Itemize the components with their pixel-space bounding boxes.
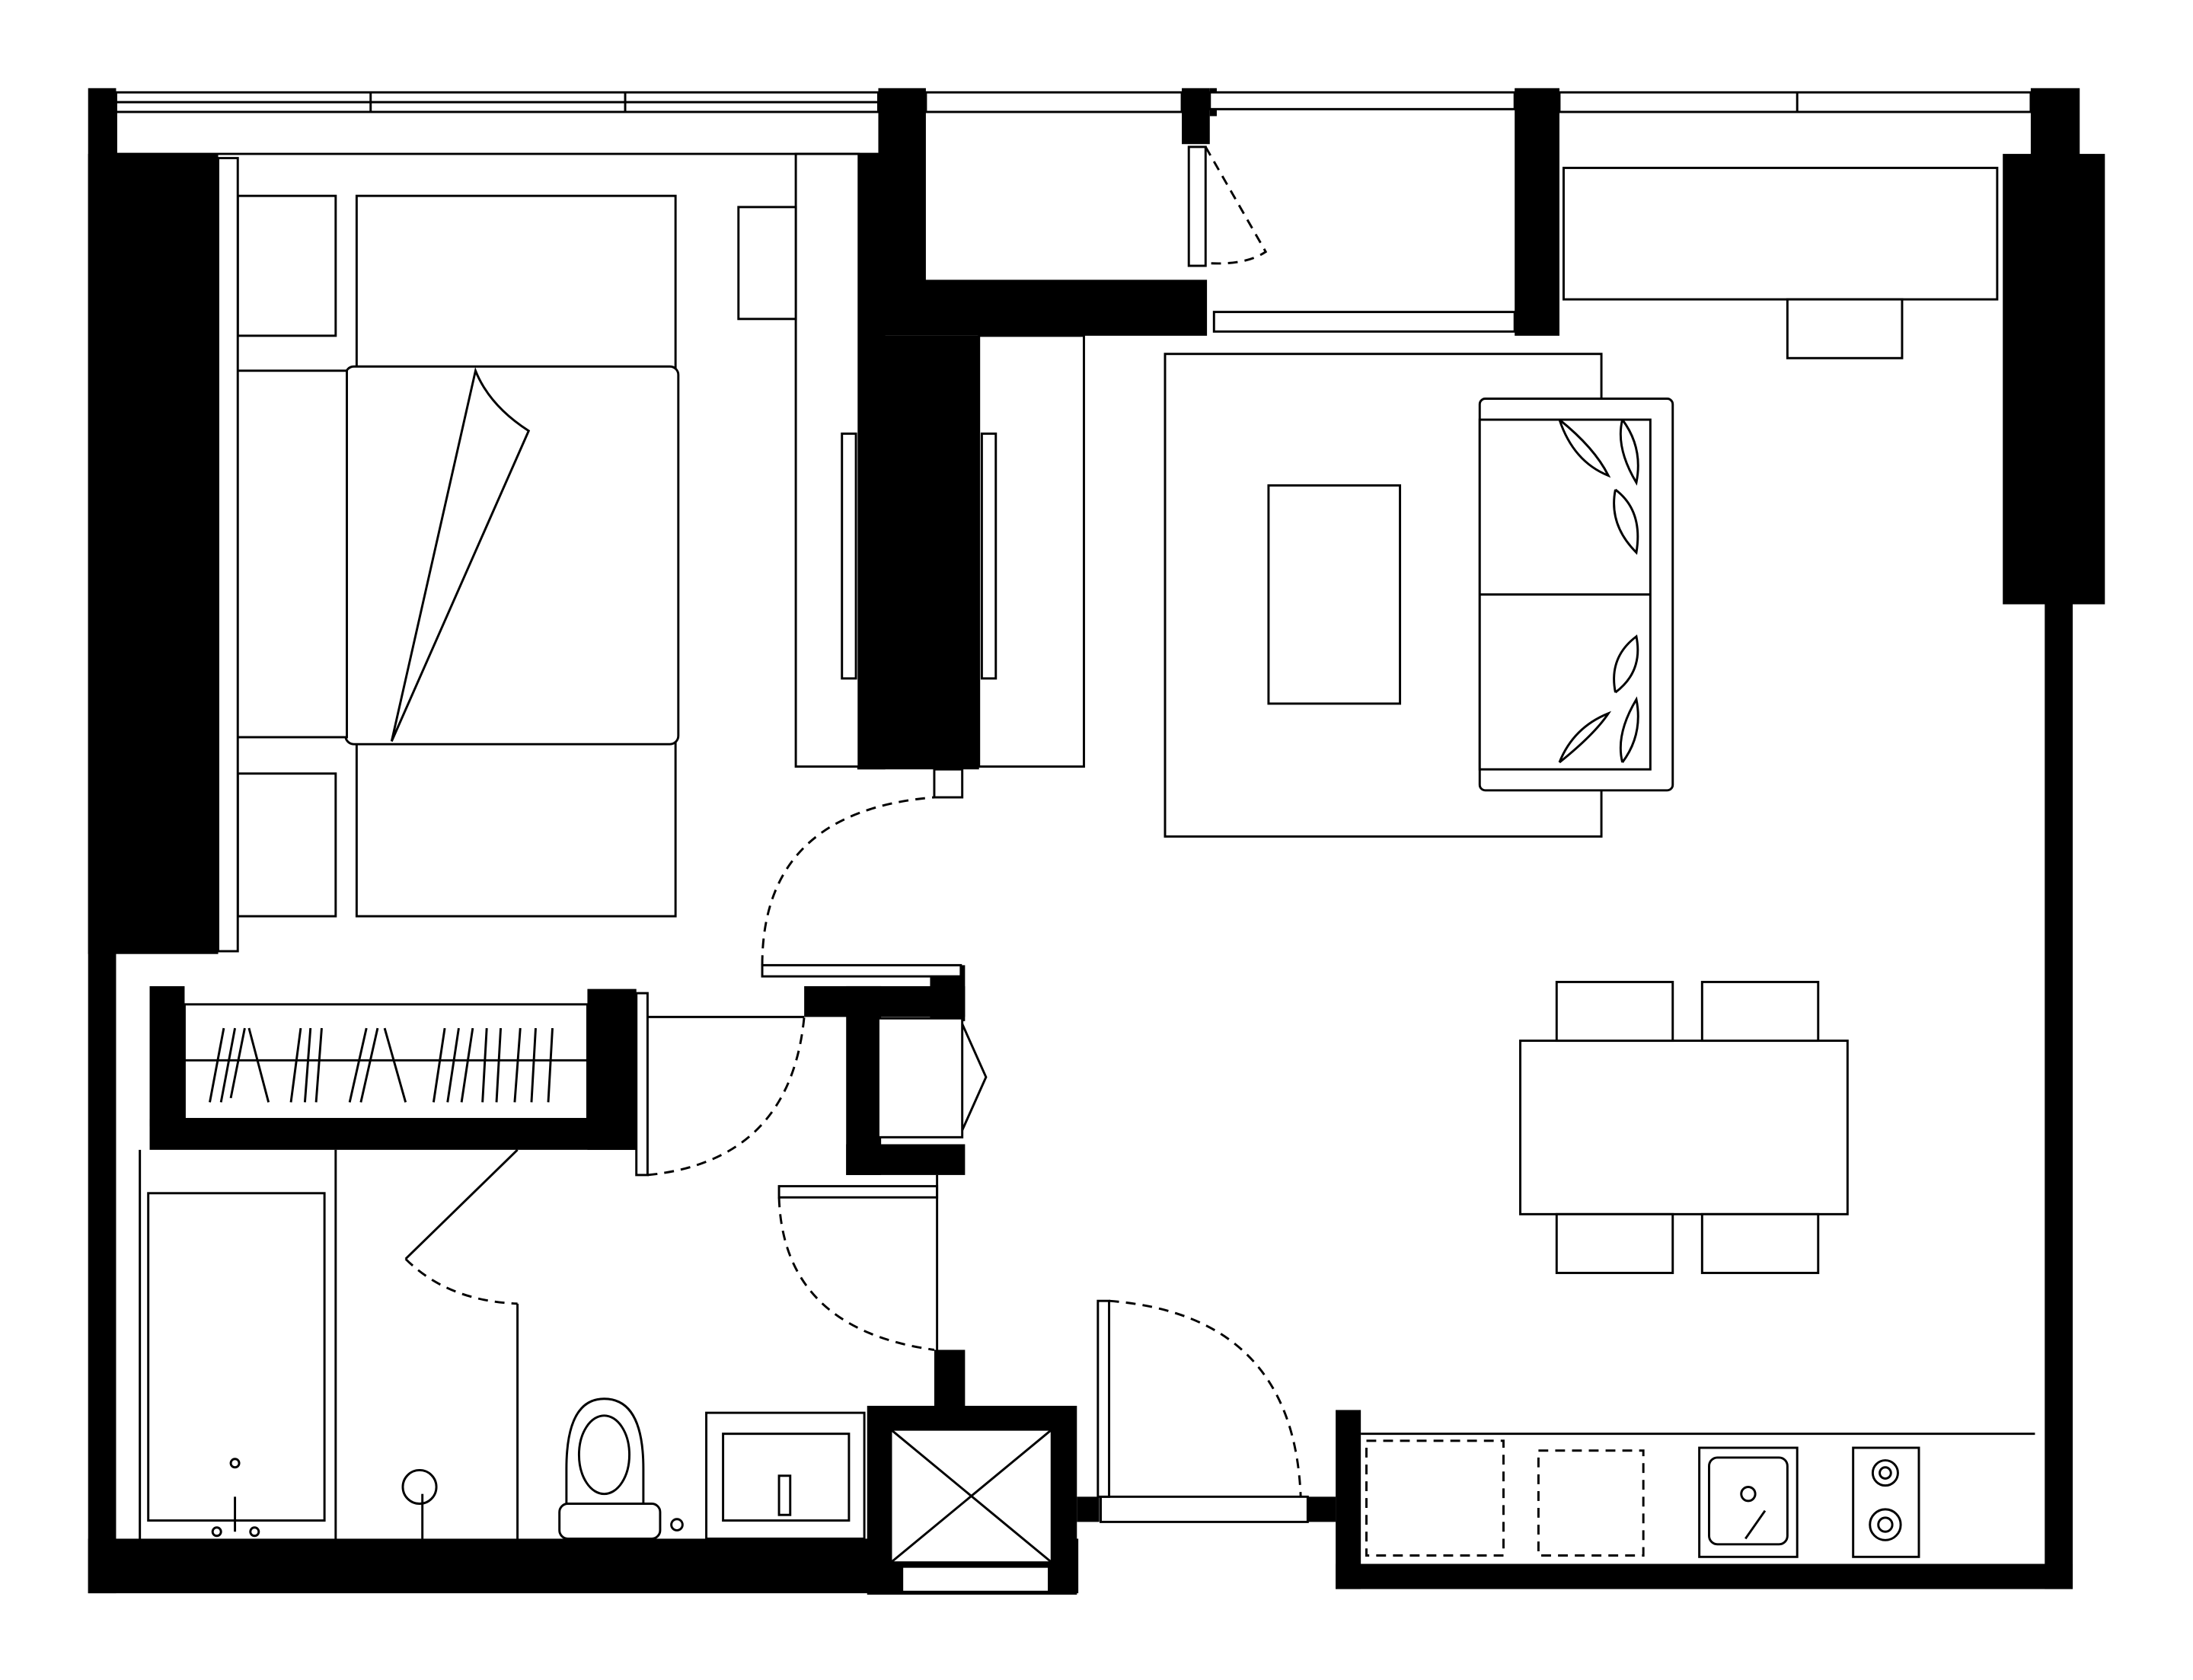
door-swing — [777, 1197, 935, 1351]
desk-chair — [737, 206, 797, 321]
stove — [1852, 1446, 1920, 1558]
bed — [234, 194, 680, 918]
windows — [114, 91, 2032, 1593]
desk — [1563, 166, 1999, 301]
shaft — [889, 1428, 1053, 1564]
nightstand — [236, 772, 337, 918]
headboard-panel — [217, 157, 239, 953]
nightstand — [236, 194, 337, 337]
shower — [401, 1468, 438, 1539]
door-stop — [933, 768, 964, 799]
coffee-table — [1267, 484, 1402, 705]
door-leaf — [761, 963, 962, 978]
door-swing — [1109, 1299, 1302, 1497]
dining-chair — [1555, 980, 1674, 1043]
door-swing — [1204, 146, 1268, 265]
door-swing — [761, 796, 935, 966]
entry-door-leaf — [1096, 1299, 1110, 1498]
desk-chair — [1786, 298, 1904, 359]
door-leaf — [777, 1185, 939, 1199]
dining-chair — [1555, 1212, 1674, 1274]
storage-door — [1187, 145, 1207, 267]
toilet — [558, 1397, 684, 1540]
cabinet — [877, 1017, 964, 1139]
wardrobe-handle — [980, 432, 998, 680]
walls — [88, 88, 2105, 1595]
sofa — [1478, 398, 1674, 792]
wardrobe-handle — [841, 432, 857, 680]
dining-chair — [1700, 1212, 1820, 1274]
door-swing — [647, 1017, 806, 1177]
dining-table — [1519, 1040, 1849, 1215]
kitchen-counter — [1361, 1432, 2035, 1558]
dining-chair — [1700, 980, 1820, 1043]
bookshelf — [183, 1003, 589, 1120]
door-leaf — [635, 992, 649, 1177]
sink — [705, 1411, 866, 1540]
door-swing — [404, 1258, 518, 1305]
bathtub — [147, 1192, 326, 1538]
